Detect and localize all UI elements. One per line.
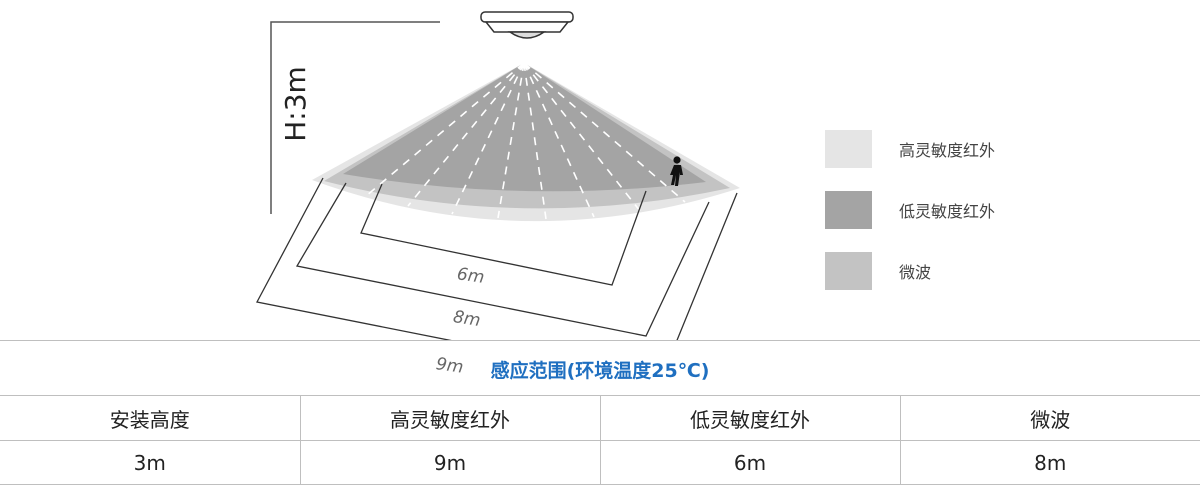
legend-swatch-low-ir (825, 191, 872, 229)
legend-item-microwave: 微波 (825, 252, 995, 290)
legend-swatch-microwave (825, 252, 872, 290)
legend: 高灵敏度红外 低灵敏度红外 微波 (825, 130, 995, 313)
person-icon (670, 156, 683, 186)
range-table: 感应范围(环境温度25℃) 安装高度 高灵敏度红外 低灵敏度红外 微波 3m 9… (0, 340, 1200, 485)
legend-label-low-ir: 低灵敏度红外 (899, 202, 996, 221)
range-table-wrapper: 感应范围(环境温度25℃) 安装高度 高灵敏度红外 低灵敏度红外 微波 3m 9… (0, 340, 1200, 485)
range-box-9m (256, 177, 738, 340)
range-label-6m: 6m (456, 264, 486, 288)
header-microwave: 微波 (899, 395, 1200, 441)
cell-install-height: 3m (0, 440, 300, 485)
range-box-8m (295, 182, 710, 337)
header-install-height: 安装高度 (0, 395, 300, 441)
table-title: 感应范围(环境温度25℃) (0, 340, 1200, 395)
legend-label-microwave: 微波 (899, 263, 932, 282)
range-box-6m (360, 183, 647, 286)
table-row: 3m 9m 6m 8m (0, 440, 1200, 485)
height-label: H:3m (279, 66, 312, 142)
cell-high-ir: 9m (299, 440, 600, 485)
table-header-row: 安装高度 高灵敏度红外 低灵敏度红外 微波 (0, 395, 1200, 441)
cell-low-ir: 6m (599, 440, 900, 485)
height-bracket (270, 21, 440, 214)
cell-microwave: 8m (899, 440, 1200, 485)
legend-item-high-ir: 高灵敏度红外 (825, 130, 995, 168)
header-low-ir: 低灵敏度红外 (599, 395, 900, 441)
legend-swatch-high-ir (825, 130, 872, 168)
range-label-8m: 8m (452, 307, 482, 331)
header-high-ir: 高灵敏度红外 (299, 395, 600, 441)
detection-range-diagram: H:3m 6m 8m (256, 11, 740, 340)
ceiling-sensor-icon (480, 11, 574, 39)
legend-label-high-ir: 高灵敏度红外 (899, 141, 996, 160)
low-ir-zone (343, 63, 706, 192)
sensing-rays (365, 62, 686, 220)
legend-item-low-ir: 低灵敏度红外 (825, 191, 995, 229)
